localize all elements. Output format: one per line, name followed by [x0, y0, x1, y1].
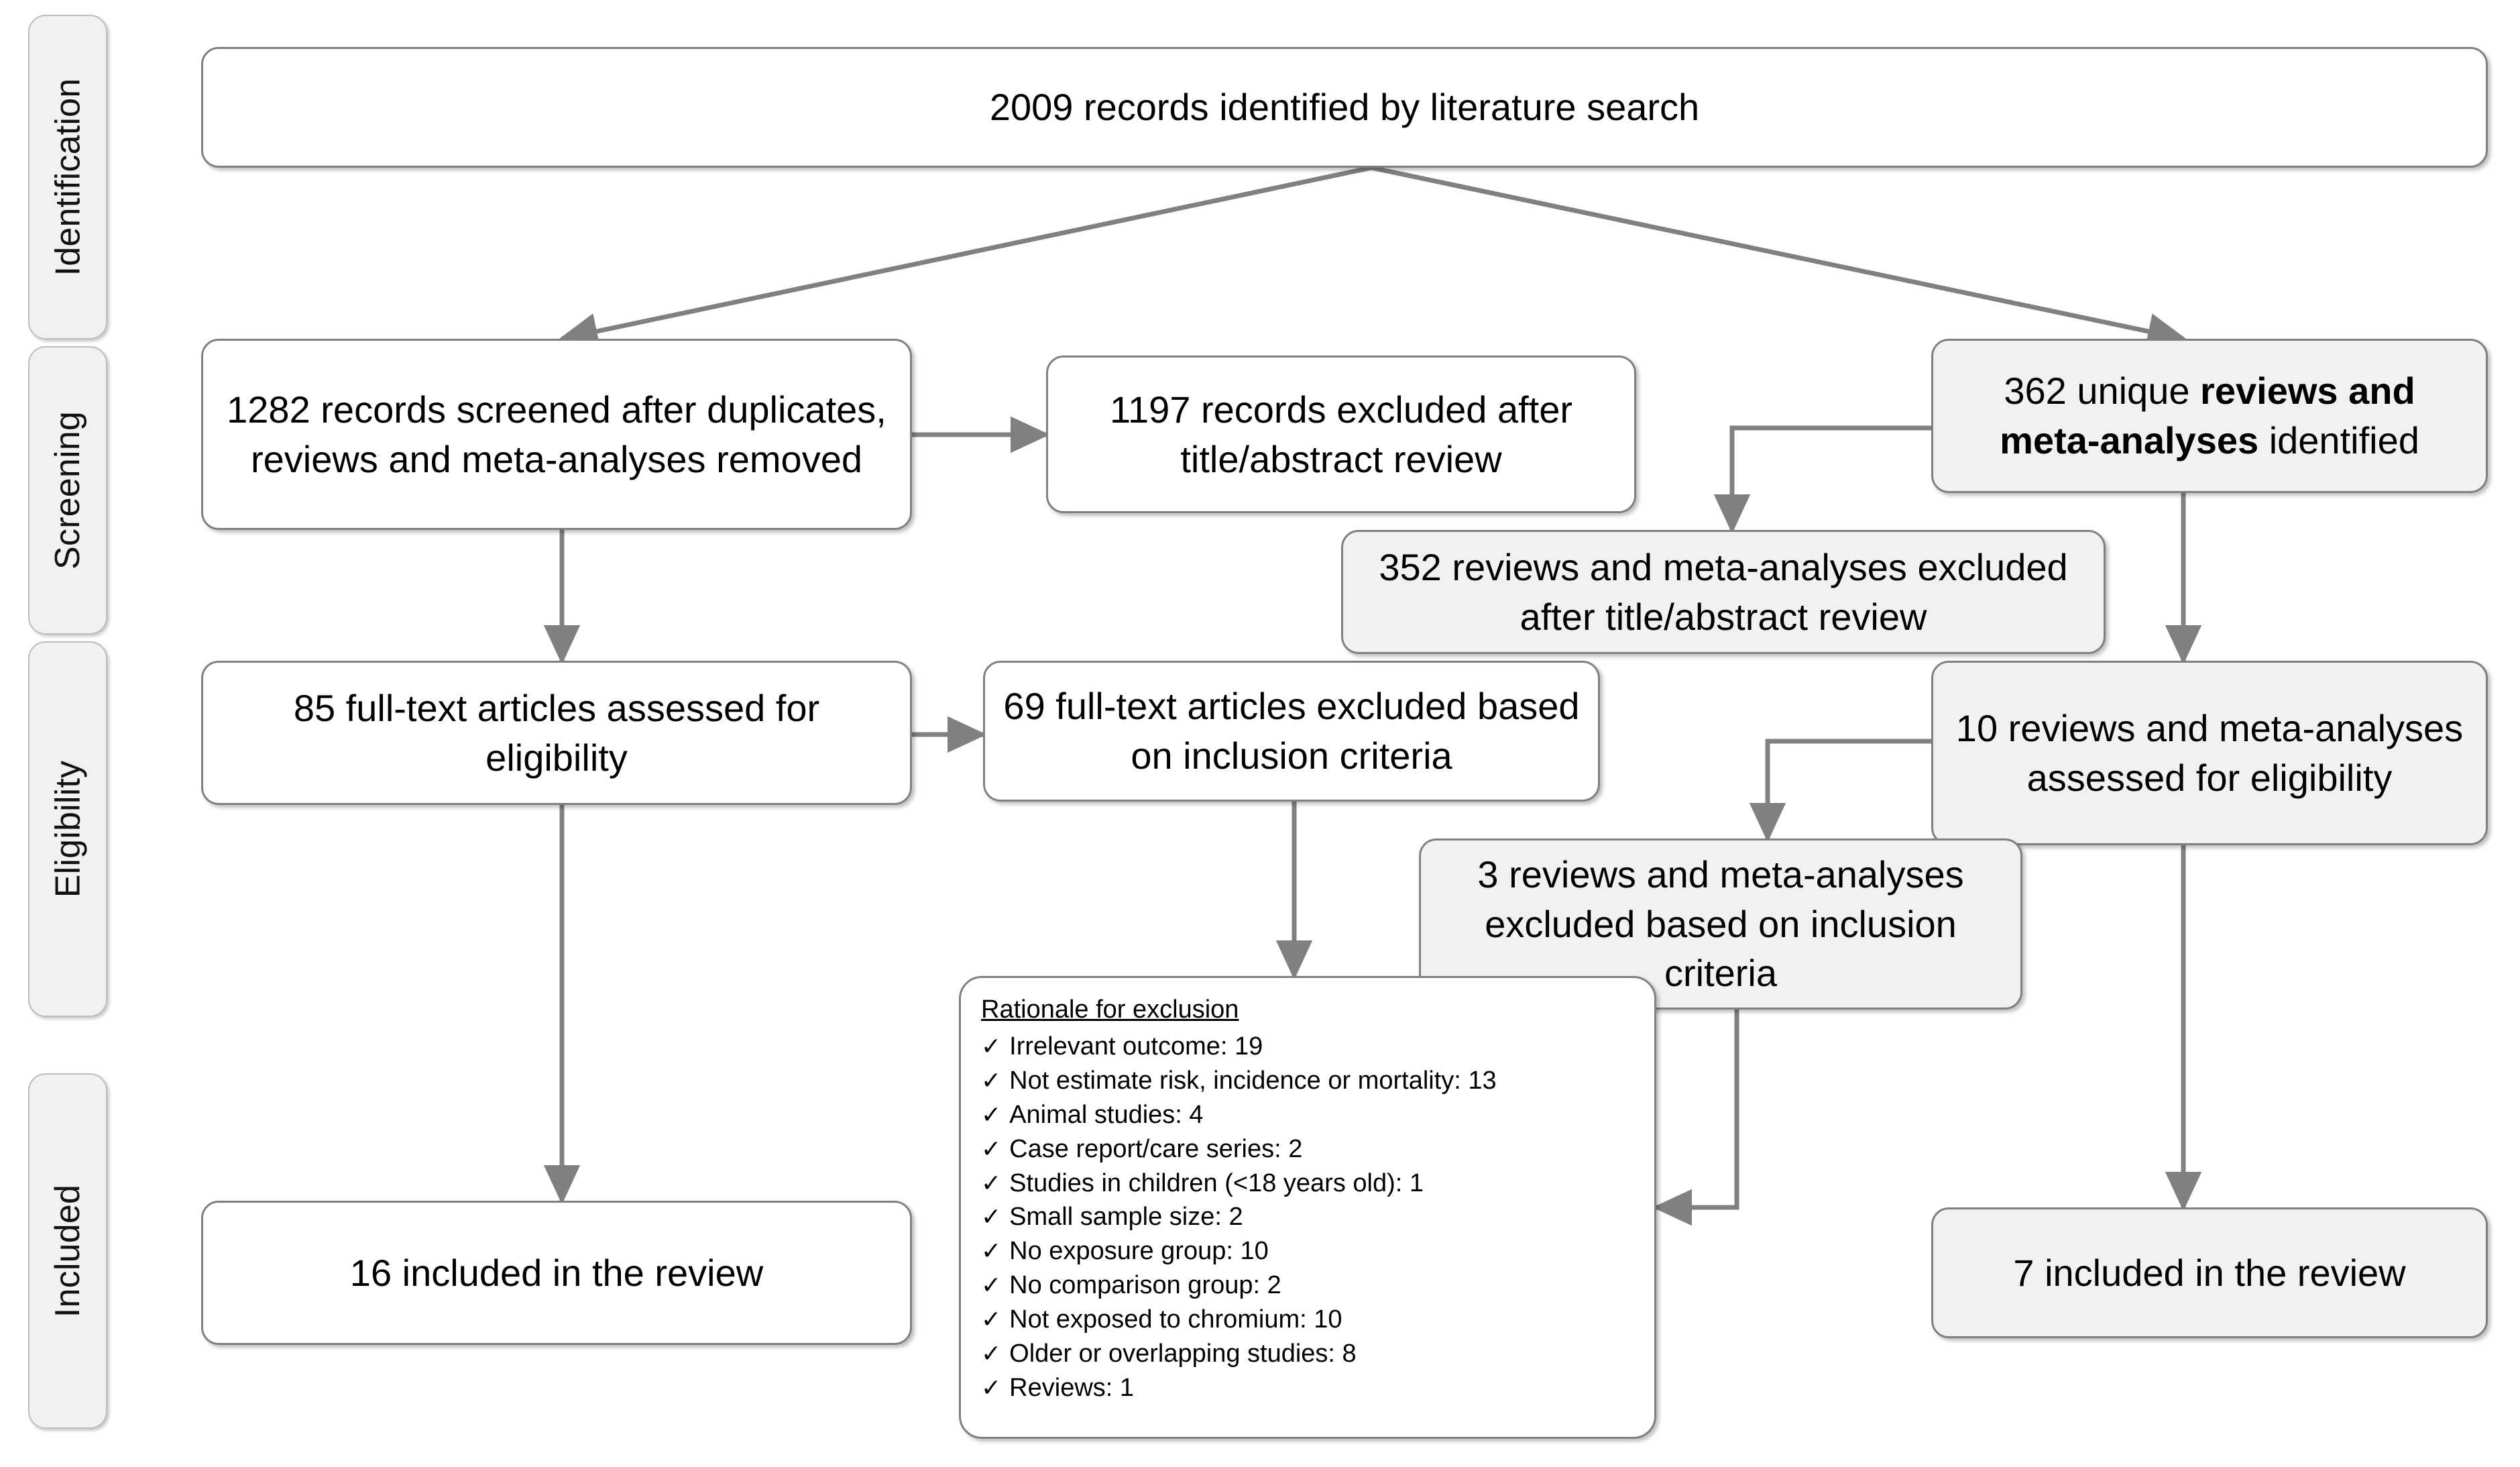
- stage-label-included: Included: [28, 1073, 107, 1429]
- edge-identified-to-screened: [558, 165, 1372, 349]
- check-icon: ✓: [981, 1237, 1002, 1265]
- list-item-label: Irrelevant outcome: 19: [1009, 1032, 1263, 1061]
- list-item: ✓Older or overlapping studies: 8: [981, 1337, 1637, 1371]
- check-icon: ✓: [981, 1271, 1002, 1299]
- stage-label-identification-text: Identification: [48, 78, 87, 276]
- node-records-screened: 1282 records screened after duplicates, …: [201, 339, 912, 530]
- rationale-for-exclusion-box: Rationale for exclusion ✓Irrelevant outc…: [959, 976, 1656, 1439]
- check-icon: ✓: [981, 1305, 1002, 1334]
- list-item: ✓Not estimate risk, incidence or mortali…: [981, 1064, 1637, 1098]
- node-records-identified-text: 2009 records identified by literature se…: [989, 86, 1700, 129]
- list-item-label: Case report/care series: 2: [1009, 1134, 1303, 1163]
- rationale-list: ✓Irrelevant outcome: 19 ✓Not estimate ri…: [981, 1030, 1637, 1405]
- check-icon: ✓: [981, 1203, 1002, 1231]
- check-icon: ✓: [981, 1100, 1002, 1128]
- list-item: ✓Studies in children (<18 years old): 1: [981, 1166, 1637, 1201]
- node-included-left: 16 included in the review: [201, 1201, 912, 1345]
- node-unique-reviews-prefix: 362 unique: [2004, 370, 2201, 413]
- check-icon: ✓: [981, 1134, 1002, 1162]
- node-included-right-text: 7 included in the review: [2013, 1251, 2406, 1294]
- rationale-title: Rationale for exclusion: [981, 995, 1239, 1024]
- list-item-label: Not exposed to chromium: 10: [1009, 1305, 1342, 1334]
- list-item: ✓Animal studies: 4: [981, 1098, 1637, 1132]
- node-reviews-assessed-text: 10 reviews and meta-analyses assessed fo…: [1955, 706, 2464, 799]
- check-icon: ✓: [981, 1032, 1002, 1060]
- check-icon: ✓: [981, 1340, 1002, 1368]
- list-item-label: No exposure group: 10: [1009, 1237, 1269, 1266]
- stage-label-identification: Identification: [28, 15, 107, 339]
- node-unique-reviews-bold: reviews and meta-analyses: [2000, 370, 2415, 461]
- node-fulltext-assessed: 85 full-text articles assessed for eligi…: [201, 661, 912, 805]
- node-records-excluded-text: 1197 records excluded after title/abstra…: [1109, 388, 1573, 480]
- node-fulltext-assessed-text: 85 full-text articles assessed for eligi…: [293, 686, 820, 779]
- edge-unique-to-excluded-ta: [1713, 425, 1931, 534]
- check-icon: ✓: [981, 1066, 1002, 1094]
- list-item-label: No comparison group: 2: [1009, 1271, 1281, 1300]
- list-item-label: Animal studies: 4: [1009, 1100, 1204, 1129]
- node-records-excluded: 1197 records excluded after title/abstra…: [1046, 356, 1636, 513]
- check-icon: ✓: [981, 1169, 1002, 1197]
- node-reviews-assessed: 10 reviews and meta-analyses assessed fo…: [1931, 661, 2488, 845]
- stage-label-screening-text: Screening: [48, 411, 88, 569]
- list-item: ✓Not exposed to chromium: 10: [981, 1303, 1637, 1337]
- stage-label-eligibility: Eligibility: [28, 641, 107, 1017]
- edge-reviews-excluded-to-rationale: [1652, 999, 1739, 1226]
- list-item: ✓Small sample size: 2: [981, 1200, 1637, 1234]
- list-item: ✓Irrelevant outcome: 19: [981, 1030, 1637, 1064]
- list-item-label: Small sample size: 2: [1009, 1203, 1243, 1232]
- node-included-right: 7 included in the review: [1931, 1207, 2488, 1338]
- node-included-left-text: 16 included in the review: [349, 1251, 764, 1294]
- node-records-screened-text: 1282 records screened after duplicates, …: [227, 388, 886, 480]
- node-fulltext-excluded: 69 full-text articles excluded based on …: [983, 661, 1600, 802]
- edge-identified-to-unique: [1371, 165, 2187, 349]
- node-unique-reviews-identified: 362 unique reviews and meta-analyses ide…: [1931, 339, 2488, 493]
- list-item: ✓No comparison group: 2: [981, 1268, 1637, 1303]
- check-icon: ✓: [981, 1373, 1002, 1401]
- node-reviews-excluded-title-abstract-text: 352 reviews and meta-analyses excluded a…: [1379, 545, 2068, 638]
- node-reviews-excluded-title-abstract: 352 reviews and meta-analyses excluded a…: [1341, 530, 2106, 654]
- node-reviews-excluded-criteria-text: 3 reviews and meta-analyses excluded bas…: [1477, 853, 1964, 995]
- edge-reviews-assessed-to-excluded: [1749, 739, 1931, 843]
- list-item: ✓Reviews: 1: [981, 1371, 1637, 1405]
- list-item-label: Older or overlapping studies: 8: [1009, 1340, 1357, 1368]
- node-records-identified: 2009 records identified by literature se…: [201, 47, 2488, 168]
- list-item: ✓Case report/care series: 2: [981, 1132, 1637, 1166]
- list-item-label: Reviews: 1: [1009, 1373, 1135, 1402]
- stage-label-eligibility-text: Eligibility: [48, 760, 87, 898]
- stage-label-included-text: Included: [48, 1184, 88, 1318]
- list-item: ✓No exposure group: 10: [981, 1234, 1637, 1268]
- node-fulltext-excluded-text: 69 full-text articles excluded based on …: [1003, 685, 1580, 777]
- stage-label-screening: Screening: [28, 346, 107, 635]
- node-unique-reviews-suffix: identified: [2258, 419, 2419, 461]
- list-item-label: Not estimate risk, incidence or mortalit…: [1009, 1066, 1497, 1095]
- list-item-label: Studies in children (<18 years old): 1: [1009, 1169, 1424, 1197]
